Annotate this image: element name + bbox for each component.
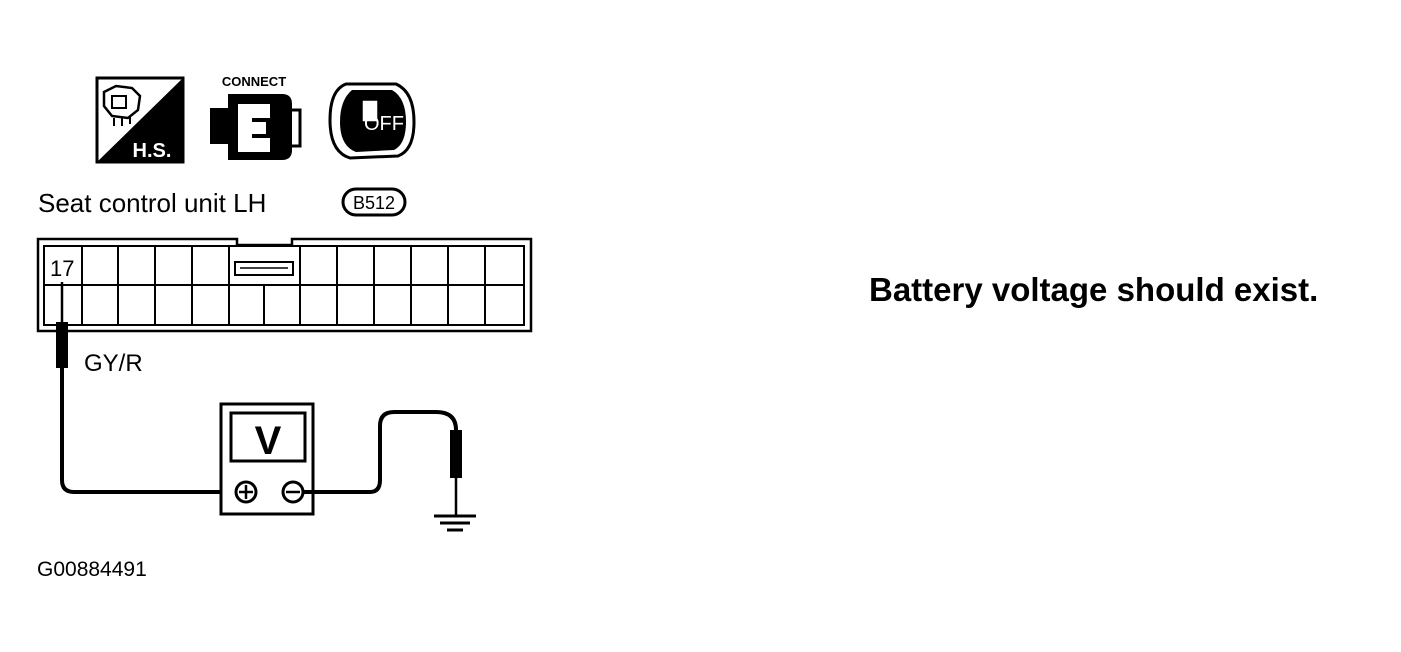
voltmeter-label: V bbox=[255, 419, 282, 463]
instruction-text: Battery voltage should exist. bbox=[869, 271, 1318, 308]
connect-label: CONNECT bbox=[222, 74, 286, 89]
harness-switch-icon: H.S. bbox=[95, 76, 185, 164]
voltmeter: V bbox=[219, 402, 315, 516]
ignition-off-icon: OFF bbox=[328, 82, 416, 160]
ground-probe bbox=[450, 430, 462, 516]
positive-lead-wire bbox=[60, 368, 234, 494]
connector-code-badge: B512 bbox=[341, 187, 407, 217]
positive-terminal-icon bbox=[234, 480, 258, 504]
negative-terminal-icon bbox=[281, 480, 305, 504]
negative-lead-wire bbox=[303, 410, 458, 494]
terminal-17-label: 17 bbox=[50, 256, 74, 281]
positive-probe bbox=[56, 282, 68, 368]
connector-b512: 17 bbox=[36, 237, 533, 333]
ignition-off-label: OFF bbox=[364, 113, 404, 135]
connector-code: B512 bbox=[353, 193, 395, 213]
connector-connect-icon: CONNECT bbox=[210, 74, 302, 160]
figure-id: G00884491 bbox=[37, 558, 147, 581]
ground-icon bbox=[434, 514, 476, 532]
connector-title: Seat control unit LH bbox=[38, 188, 266, 218]
wire-color-label: GY/R bbox=[84, 350, 143, 377]
harness-badge-label: H.S. bbox=[133, 140, 172, 162]
